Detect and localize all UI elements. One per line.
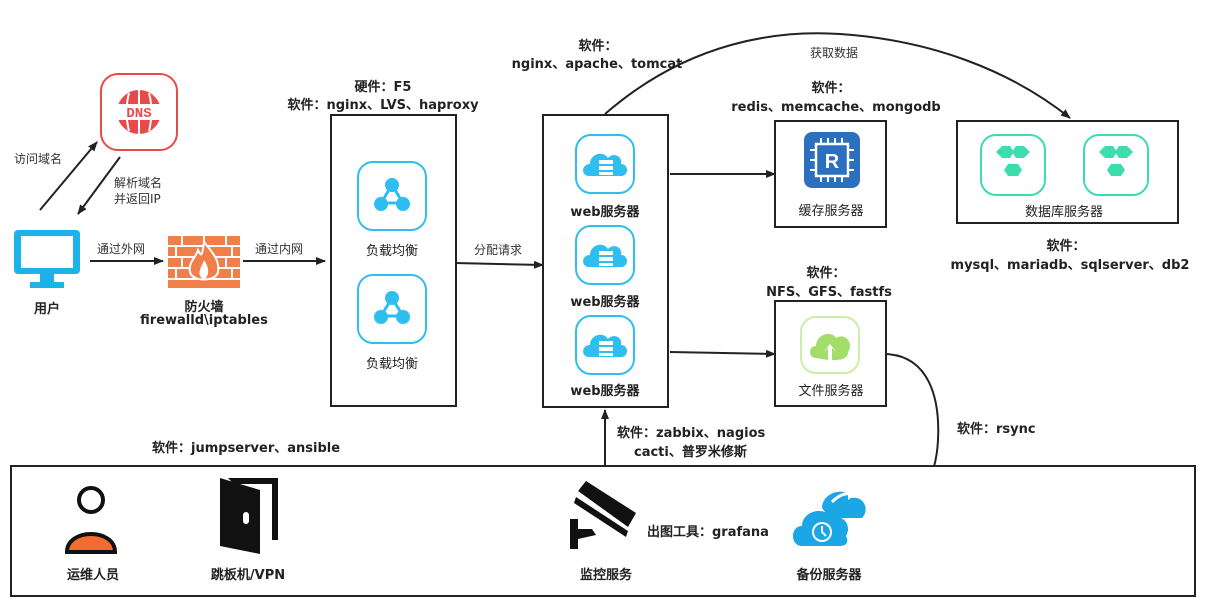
load-balance-icon [374, 291, 410, 324]
file-software-title: 软件： [806, 266, 846, 281]
visit-domain-label: 访问域名 [14, 152, 63, 166]
jump-server-label: 跳板机/VPN [210, 568, 286, 583]
web-node-2-label: web服务器 [570, 295, 640, 310]
backup-server-node[interactable] [790, 480, 870, 552]
file-server-icon-frame [800, 316, 860, 374]
grafana-label: 出图工具：grafana [647, 525, 769, 540]
web-node-3-label: web服务器 [570, 384, 640, 399]
file-server[interactable]: 文件服务器 [774, 300, 887, 407]
arrow-web-file [669, 349, 776, 358]
ops-person-node[interactable] [63, 484, 119, 556]
cloud-backup-icon [793, 488, 866, 546]
svg-text:R: R [825, 151, 840, 173]
cache-server-label: 缓存服务器 [798, 204, 864, 219]
monitor-service-node[interactable] [568, 479, 640, 553]
web-node-2[interactable] [575, 225, 635, 285]
user-node[interactable] [12, 228, 82, 290]
user-label: 用户 [33, 302, 61, 317]
arrow-resolve-domain [77, 156, 121, 215]
monitor-software-line1: 软件：zabbix、nagios [617, 426, 766, 441]
firewall-title: 防火墙 [184, 300, 224, 315]
resolve-label-1: 解析域名 [114, 176, 163, 190]
lb-software-label: 软件：nginx、LVS、haproxy [287, 98, 479, 113]
door-icon [220, 478, 278, 554]
cloud-server-icon [583, 244, 627, 267]
ops-group [10, 465, 1196, 597]
database-cluster-icon [996, 146, 1030, 176]
load-balance-icon [374, 178, 410, 211]
database-node-1[interactable] [980, 134, 1046, 196]
dns-node[interactable]: DNS [100, 73, 178, 151]
cloud-upload-icon [810, 333, 851, 360]
monitor-icon [14, 230, 80, 288]
svg-text:DNS: DNS [126, 106, 151, 122]
cache-server[interactable]: R 缓存服务器 [774, 120, 887, 228]
redis-chip-icon: R [804, 132, 860, 188]
lb-node-1[interactable] [357, 161, 427, 231]
cloud-server-icon [583, 334, 627, 357]
dns-icon: DNS [112, 90, 166, 134]
web-node-1-label: web服务器 [570, 205, 640, 220]
web-software-label: nginx、apache、tomcat [511, 57, 683, 72]
database-software-label: mysql、mariadb、sqlserver、db2 [950, 258, 1190, 273]
file-server-label: 文件服务器 [798, 384, 864, 399]
monitor-software-line2: cacti、普罗米修斯 [634, 445, 747, 460]
database-cluster-icon [1099, 146, 1133, 176]
lb-node-2-label: 负载均衡 [365, 357, 419, 372]
resolve-label-2: 并返回IP [114, 192, 161, 206]
rsync-label: 软件：rsync [957, 422, 1036, 437]
web-software-title: 软件： [578, 39, 618, 54]
jump-server-node[interactable] [220, 476, 280, 558]
fetch-data-label: 获取数据 [810, 46, 859, 60]
file-software-label: NFS、GFS、fastfs [766, 285, 892, 300]
arrow-web-database [604, 32, 1071, 119]
database-label: 数据库服务器 [1024, 205, 1104, 220]
cloud-server-icon [583, 153, 627, 176]
monitor-service-label: 监控服务 [579, 568, 633, 583]
cache-software-label: redis、memcache、mongodb [731, 100, 941, 115]
cache-software-title: 软件： [811, 81, 851, 96]
via-internal-label: 通过内网 [255, 242, 304, 256]
lb-node-1-label: 负载均衡 [365, 244, 419, 259]
ops-software-label: 软件：jumpserver、ansible [152, 441, 341, 456]
database-software-title: 软件： [1046, 239, 1086, 254]
camera-icon [570, 481, 636, 549]
arrow-lb-web [454, 260, 544, 269]
dispatch-label: 分配请求 [474, 243, 523, 257]
firewall-icon [168, 236, 240, 288]
firewall-node[interactable] [168, 236, 240, 288]
database-node-2[interactable] [1083, 134, 1149, 196]
via-external-label: 通过外网 [97, 242, 146, 256]
firewall-software: firewalld\iptables [140, 313, 268, 328]
web-node-3[interactable] [575, 315, 635, 375]
lb-hardware-label: 硬件：F5 [354, 80, 412, 95]
ops-person-label: 运维人员 [66, 568, 120, 583]
arrow-visit-domain [39, 141, 98, 211]
person-icon [64, 486, 118, 554]
web-node-1[interactable] [575, 134, 635, 194]
lb-node-2[interactable] [357, 274, 427, 344]
backup-server-label: 备份服务器 [796, 568, 862, 583]
